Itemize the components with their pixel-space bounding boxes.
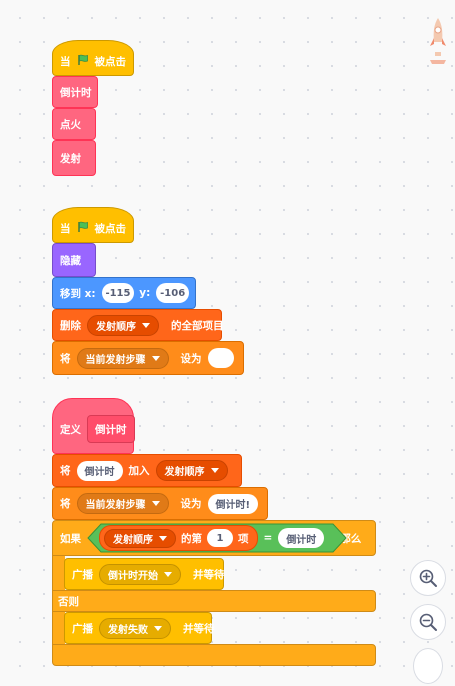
chevron-down-icon [154, 625, 162, 631]
if-label: 如果 [60, 532, 81, 545]
equals-label: = [263, 532, 273, 544]
call-launch-label: 发射 [60, 152, 81, 165]
and-wait-label: 并等待 [183, 622, 215, 635]
list-dropdown-label: 发射顺序 [96, 321, 136, 333]
variable-dropdown[interactable]: 当前发射步骤 [76, 347, 169, 369]
when-label: 当 [60, 222, 71, 235]
chevron-down-icon [151, 501, 160, 506]
hide-block[interactable]: 隐藏 [52, 243, 96, 277]
variable-dropdown-label: 当前发射步骤 [85, 500, 146, 511]
message-dropdown[interactable]: 倒计时开始 [99, 563, 181, 585]
y-input[interactable]: -106 [156, 283, 189, 303]
equals-operator[interactable]: 发射顺序 的第 1 项 = 倒计时 [87, 523, 347, 553]
zoom-in-icon [419, 569, 437, 587]
variable-dropdown[interactable]: 当前发射步骤 [76, 493, 169, 514]
goto-y-label: y: [139, 287, 151, 299]
procedure-name-label: 倒计时 [95, 423, 127, 436]
call-countdown-label: 倒计时 [60, 86, 92, 99]
message-dropdown-label: 倒计时开始 [108, 570, 158, 582]
rocket-sprite-icon [430, 18, 446, 64]
message-dropdown[interactable]: 发射失败 [99, 617, 171, 639]
goto-x-label: 移到 x: [60, 287, 96, 300]
call-ignite-block[interactable]: 点火 [52, 108, 96, 140]
broadcast-and-wait-block[interactable]: 广播 倒计时开始 并等待 [64, 558, 225, 590]
set-to-label: 设为 [180, 352, 202, 365]
item-of-list-reporter[interactable]: 发射顺序 的第 1 项 [99, 525, 258, 551]
green-flag-icon [77, 54, 89, 69]
zoom-out-icon [419, 613, 437, 631]
add-to-list-block[interactable]: 将 倒计时 加入 发射顺序 [52, 454, 242, 487]
list-dropdown-label: 发射顺序 [164, 467, 205, 478]
set-prefix-label: 将 [60, 498, 71, 510]
call-countdown-block[interactable]: 倒计时 [52, 76, 98, 108]
define-label: 定义 [60, 423, 81, 436]
green-flag-icon [77, 221, 89, 236]
define-block-hat[interactable]: 定义 倒计时 [52, 398, 135, 454]
if-else-arm-top [52, 556, 65, 590]
set-value-input[interactable]: 倒计时! [207, 493, 259, 514]
set-variable-block[interactable]: 将 当前发射步骤 设为 倒计时! [52, 487, 268, 520]
chevron-down-icon [151, 355, 160, 361]
add-to-label: 加入 [128, 465, 150, 477]
zoom-in-button[interactable] [410, 560, 446, 596]
add-prefix-label: 将 [60, 465, 71, 477]
list-dropdown[interactable]: 发射顺序 [155, 460, 228, 481]
else-label: 否则 [58, 595, 79, 608]
call-ignite-label: 点火 [60, 118, 81, 131]
x-input[interactable]: -115 [101, 283, 135, 303]
when-flag-clicked-hat-1[interactable]: 当 被点击 [52, 40, 134, 76]
broadcast-label: 广播 [72, 622, 93, 635]
compare-value-input[interactable]: 倒计时 [278, 528, 325, 548]
delete-all-of-list-block[interactable]: 删除 发射顺序 的全部项目 [52, 309, 224, 341]
else-section[interactable]: 否则 [52, 590, 376, 612]
chevron-down-icon [210, 468, 219, 473]
when-label: 当 [60, 55, 71, 68]
list-dropdown[interactable]: 发射顺序 [104, 528, 176, 548]
broadcast-label: 广播 [72, 568, 93, 581]
delete-all-suffix-label: 的全部项目 [171, 319, 224, 332]
set-variable-block[interactable]: 将 当前发射步骤 设为 [52, 341, 244, 375]
item-index-input[interactable]: 1 [207, 529, 233, 547]
item-of-label: 的第 [181, 532, 202, 545]
chevron-down-icon [142, 322, 150, 328]
sprite-thumbnail[interactable] [424, 16, 452, 68]
list-dropdown[interactable]: 发射顺序 [87, 314, 159, 336]
delete-all-label: 删除 [60, 319, 81, 332]
chevron-down-icon [159, 535, 167, 541]
procedure-prototype[interactable]: 倒计时 [87, 415, 135, 443]
when-flag-clicked-hat-2[interactable]: 当 被点击 [52, 207, 134, 243]
clicked-label: 被点击 [94, 222, 127, 235]
if-else-bottom [52, 644, 376, 666]
call-launch-block[interactable]: 发射 [52, 140, 96, 176]
and-wait-label: 并等待 [193, 568, 225, 581]
hide-label: 隐藏 [60, 254, 81, 267]
list-dropdown-label: 发射顺序 [113, 534, 153, 546]
message-dropdown-label: 发射失败 [108, 624, 148, 636]
clicked-label: 被点击 [94, 55, 127, 68]
go-to-xy-block[interactable]: 移到 x: -115 y: -106 [52, 277, 196, 309]
if-else-block[interactable]: 如果 发射顺序 的第 1 项 = 倒计时 那么 [52, 520, 376, 556]
item-suffix-label: 项 [238, 532, 249, 545]
variable-dropdown-label: 当前发射步骤 [85, 354, 146, 366]
broadcast-and-wait-block[interactable]: 广播 发射失败 并等待 [64, 612, 215, 644]
add-item-input[interactable]: 倒计时 [76, 460, 123, 481]
set-to-label: 设为 [180, 498, 202, 510]
if-else-arm-bottom [52, 612, 65, 644]
chevron-down-icon [164, 571, 172, 577]
zoom-reset-button[interactable] [413, 648, 443, 684]
set-prefix-label: 将 [60, 352, 71, 365]
set-value-input[interactable] [207, 348, 234, 368]
zoom-out-button[interactable] [410, 604, 446, 640]
then-label: 那么 [340, 532, 362, 545]
